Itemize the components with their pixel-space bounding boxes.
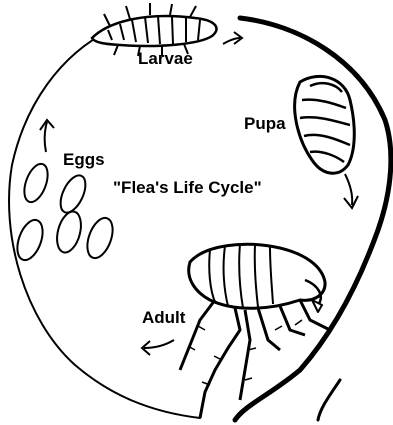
adult-label: Adult [142,308,186,327]
adult-flea-illustration [180,244,330,418]
arrow-adult-to-eggs [142,340,174,355]
pupa-illustration [295,76,355,173]
larvae-label: Larvae [138,49,193,68]
egg [20,161,52,205]
eggs-label: Eggs [63,150,105,169]
diagram-title: "Flea's Life Cycle" [113,178,262,197]
arrow-pupa-to-adult [344,174,358,208]
egg [55,172,90,217]
arrow-eggs-to-larvae [40,120,54,152]
egg [12,217,47,264]
egg [53,209,85,255]
pupa-label: Pupa [244,114,286,133]
eggs-illustration [12,161,117,264]
arrow-larvae-to-pupa [223,32,242,44]
egg [82,215,117,262]
